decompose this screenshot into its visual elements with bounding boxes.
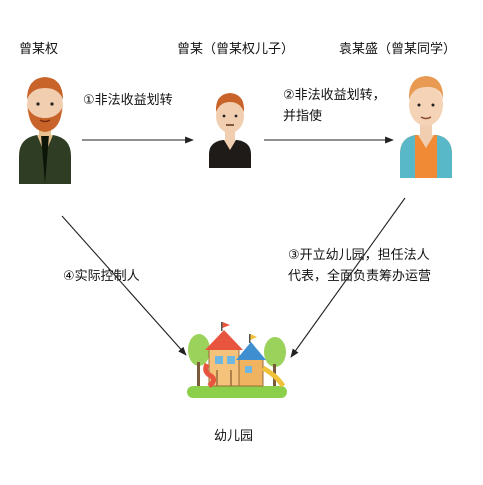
arrow-father-to-kindergarten (61, 215, 187, 356)
edge-label-3-line1: ③开立幼儿园，担任法人 (288, 248, 430, 263)
father-avatar-icon (19, 77, 71, 184)
person-label-classmate: 袁某盛（曾某同学） (339, 42, 457, 57)
edge-label-3: ③开立幼儿园，担任法人 代表，全面负责筹办运营 (288, 245, 431, 287)
edge-label-2-line1: ②非法收益划转， (283, 88, 386, 103)
kindergarten-label: 幼儿园 (214, 429, 254, 444)
kindergarten-playground-icon (187, 322, 287, 398)
arrow-classmate-to-kindergarten (290, 197, 406, 358)
edge-label-3-line2: 代表，全面负责筹办运营 (288, 269, 432, 284)
edge-label-1: ①非法收益划转 (83, 93, 173, 108)
person-label-son: 曾某（曾某权儿子） (177, 42, 295, 57)
edge-label-4: ④实际控制人 (63, 269, 140, 284)
edge-label-2: ②非法收益划转， 并指使 (283, 85, 386, 127)
classmate-avatar-icon (400, 76, 452, 178)
edge-label-2-line2: 并指使 (283, 109, 323, 124)
son-avatar-icon (209, 93, 251, 168)
person-label-father: 曾某权 (19, 42, 59, 57)
